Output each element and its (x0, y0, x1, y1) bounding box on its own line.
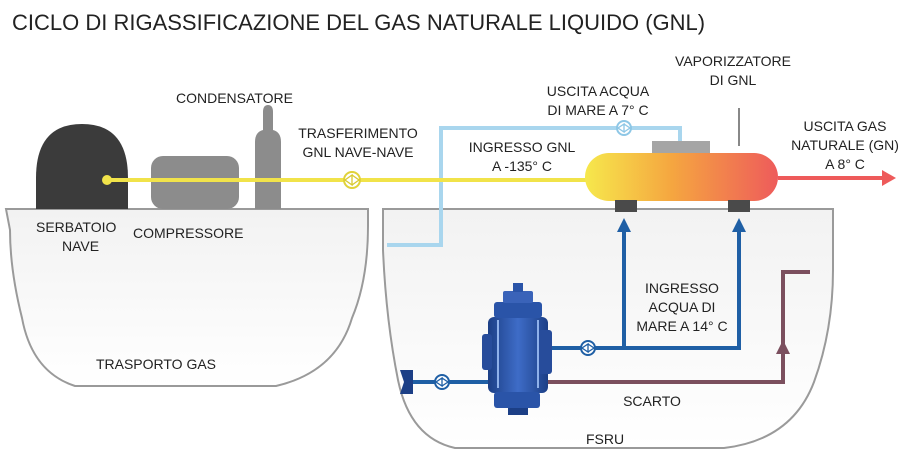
label-scarto: SCARTO (623, 393, 681, 409)
seawater-inlet-arrow-left (617, 218, 631, 232)
ship-tank (36, 124, 128, 209)
tank-outlet (102, 175, 112, 185)
fsru-hull (382, 208, 834, 449)
label-ingresso-gnl-1: INGRESSO GNL (469, 139, 576, 155)
label-trasferimento-2: GNL NAVE-NAVE (303, 144, 414, 160)
label-trasferimento-1: TRASFERIMENTO (298, 125, 418, 141)
label-fsru: FSRU (586, 431, 624, 447)
compressor (151, 156, 239, 209)
condenser (255, 105, 281, 209)
label-uscita-gas-1: USCITA GAS (804, 118, 887, 134)
label-uscita-gas-2: NATURALE (GN) (791, 137, 899, 153)
discharge-line (540, 270, 810, 384)
label-uscita-acqua-1: USCITA ACQUA (547, 83, 650, 99)
label-serbatoio-1: SERBATOIO (36, 219, 117, 235)
transport-ship-hull (4, 208, 369, 387)
label-uscita-gas-3: A 8° C (825, 156, 865, 172)
gas-outlet-arrow (882, 170, 896, 186)
seawater-inlet-arrow-right (732, 218, 746, 232)
discharge-arrow (776, 340, 790, 354)
label-ingresso-acqua-1: INGRESSO (645, 280, 719, 296)
label-uscita-acqua-2: DI MARE A 7° C (547, 102, 648, 118)
label-vaporizzatore-2: DI GNL (710, 72, 757, 88)
vaporizer-support-left (615, 200, 637, 212)
label-vaporizzatore-1: VAPORIZZATORE (675, 53, 791, 69)
seawater-outlet-line (387, 126, 682, 247)
diagram-title: CICLO DI RIGASSIFICAZIONE DEL GAS NATURA… (12, 10, 705, 35)
label-ingresso-acqua-3: MARE A 14° C (636, 318, 727, 334)
vaporizer-support-right (728, 200, 750, 212)
label-serbatoio-2: NAVE (62, 238, 99, 254)
sea-intake (400, 370, 413, 394)
seawater-inlet-line (545, 230, 741, 350)
label-ingresso-acqua-2: ACQUA DI (649, 299, 716, 315)
label-compressore: COMPRESSORE (133, 225, 243, 241)
label-ingresso-gnl-2: A -135° C (492, 158, 552, 174)
label-condensatore: CONDENSATORE (176, 90, 293, 106)
vaporizer-top-box (652, 141, 710, 155)
vaporizer-gnl (585, 153, 778, 201)
filter-pump-unit (482, 283, 552, 415)
label-trasporto-gas: TRASPORTO GAS (96, 356, 216, 372)
